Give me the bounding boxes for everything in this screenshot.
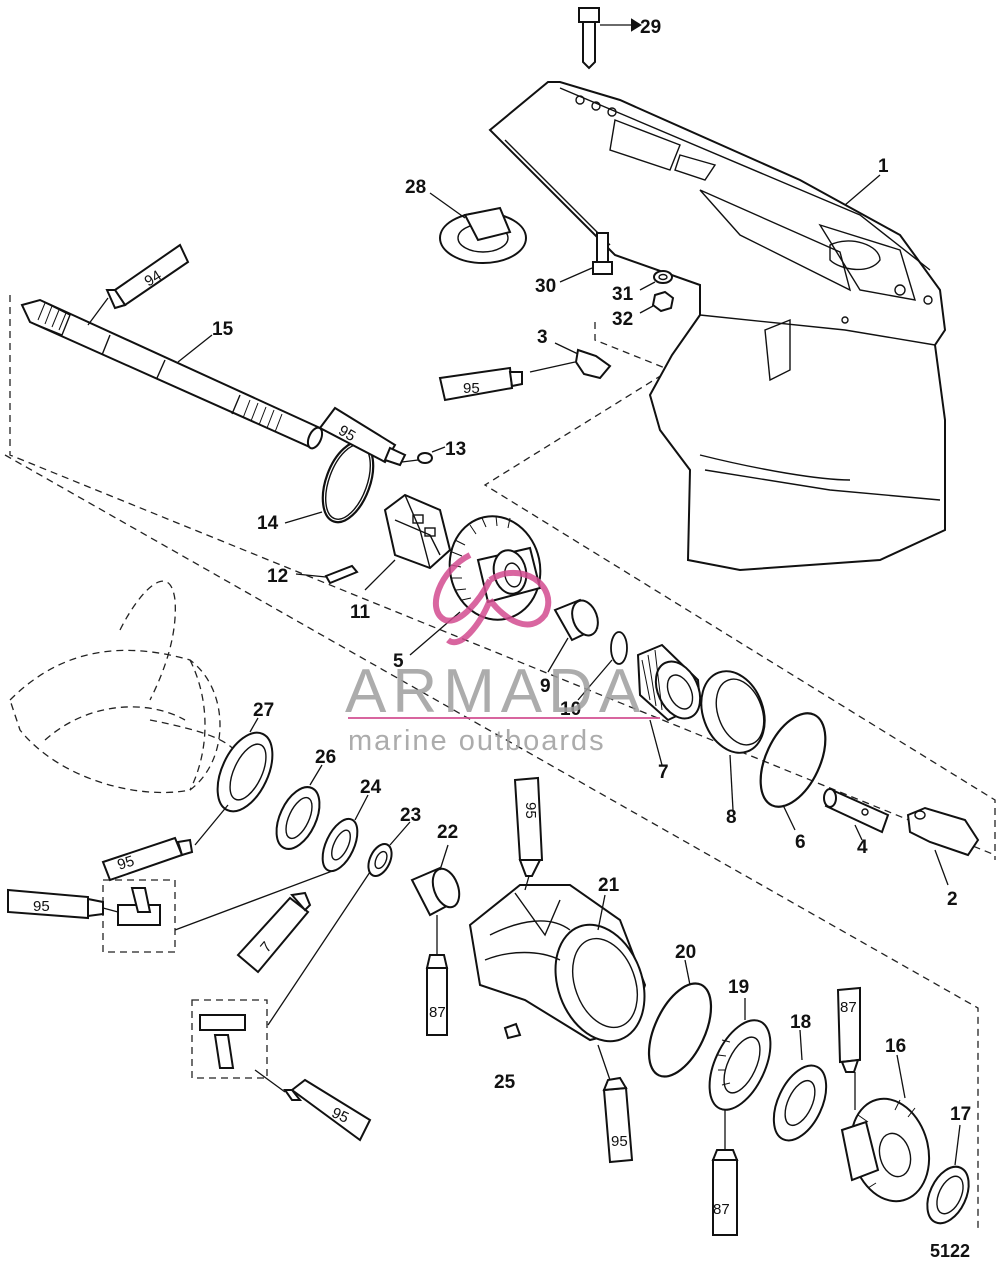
tube-95-b: 95 xyxy=(318,406,419,467)
part-9-needle-bearing: 9 xyxy=(540,598,599,697)
part-16-reverse-gear: 16 xyxy=(840,1036,931,1203)
callout-32: 32 xyxy=(612,309,633,330)
svg-text:87: 87 xyxy=(713,1201,730,1218)
callout-11: 11 xyxy=(350,602,371,623)
part-29-bolt: 29 xyxy=(578,7,661,70)
part-13-pin: 13 xyxy=(417,439,466,464)
svg-text:95: 95 xyxy=(33,898,50,915)
propeller-outline xyxy=(9,580,241,794)
part-3-shift-cam: 3 xyxy=(529,327,612,380)
tube-87-a: 87 xyxy=(425,954,449,1036)
callout-7: 7 xyxy=(658,762,669,783)
assembly-guide-lines xyxy=(4,295,996,1230)
callout-19: 19 xyxy=(728,977,749,998)
callout-20: 20 xyxy=(675,942,696,963)
part-20-o-ring: 20 xyxy=(647,942,713,1078)
part-25-key: 25 xyxy=(494,1022,522,1093)
callout-12: 12 xyxy=(267,566,288,587)
callout-21: 21 xyxy=(598,875,620,896)
callout-18: 18 xyxy=(790,1012,811,1033)
part-32-nut: 32 xyxy=(612,290,675,330)
tube-95-e: 95 xyxy=(513,776,544,891)
callout-6: 6 xyxy=(795,832,806,853)
tube-7: 7 xyxy=(236,891,312,974)
watermark-brand: ARMADA xyxy=(345,657,646,726)
part-28-anode: 28 xyxy=(405,177,527,264)
svg-text:95: 95 xyxy=(611,1133,628,1150)
svg-text:87: 87 xyxy=(840,999,857,1016)
callout-26: 26 xyxy=(315,747,336,768)
callout-1-group: 1 xyxy=(844,156,889,206)
tube-95-d: 95 xyxy=(7,888,119,920)
part-23-seal: 23 xyxy=(267,805,421,1026)
callout-16: 16 xyxy=(885,1036,906,1057)
part-11-clutch: 11 xyxy=(350,493,452,623)
callout-30: 30 xyxy=(535,276,556,297)
part-19-ball-bearing: 19 xyxy=(708,977,772,1150)
part-15-propshaft: 15 xyxy=(20,298,324,450)
part-22-needle-bearing: 22 xyxy=(410,822,461,955)
part-10-retaining-ring: 10 xyxy=(560,631,628,720)
part-7-tapered-bearing: 7 xyxy=(636,643,702,783)
part-30-bolt: 30 xyxy=(535,232,613,297)
callout-8: 8 xyxy=(726,807,737,828)
tube-95-a: 95 xyxy=(438,366,523,402)
svg-text:87: 87 xyxy=(429,1004,446,1021)
part-18-thrust-washer: 18 xyxy=(772,1012,828,1142)
callout-10: 10 xyxy=(560,699,581,720)
part-4-shift-shaft: 4 xyxy=(823,788,890,858)
part-2-actuator: 2 xyxy=(906,806,980,910)
tube-95-f: 95 xyxy=(597,1044,634,1164)
gear-housing xyxy=(488,81,947,572)
callout-14: 14 xyxy=(257,513,279,534)
part-24-thrust-washer: 24 xyxy=(174,777,382,931)
callout-1: 1 xyxy=(878,156,889,177)
tube-94: 94 xyxy=(87,243,190,326)
callout-9: 9 xyxy=(540,676,551,697)
part-27-oil-seal: 27 xyxy=(194,700,274,846)
detail-box-upper xyxy=(102,879,176,953)
detail-box-lower xyxy=(191,999,268,1079)
callout-29: 29 xyxy=(640,17,661,38)
callout-23: 23 xyxy=(400,805,421,826)
callout-15: 15 xyxy=(212,319,234,340)
tube-95-h: 95 xyxy=(254,1069,372,1142)
part-12-cross-pin: 12 xyxy=(267,564,359,587)
part-8-bearing-cup: 8 xyxy=(700,670,766,828)
watermark-logo: ARMADA marine outboards xyxy=(345,552,660,757)
svg-text:95: 95 xyxy=(522,802,539,819)
callout-13: 13 xyxy=(445,439,466,460)
callout-27: 27 xyxy=(253,700,274,721)
svg-text:95: 95 xyxy=(329,1104,351,1126)
tube-87-b: 87 xyxy=(711,1149,739,1236)
svg-text:95: 95 xyxy=(335,422,358,445)
part-17-bearing-cup: 17 xyxy=(926,1104,971,1225)
callout-22: 22 xyxy=(437,822,458,843)
part-26-tab-washer: 26 xyxy=(275,747,336,850)
svg-text:95: 95 xyxy=(463,380,480,397)
callout-4: 4 xyxy=(857,837,868,858)
figure-number: 5122 xyxy=(930,1241,970,1261)
tube-95-c: 95 xyxy=(101,836,194,882)
callout-2: 2 xyxy=(947,889,958,910)
watermark-propeller-icon xyxy=(432,552,552,646)
part-21-bearing-carrier: 21 xyxy=(468,875,647,1043)
part-6-o-ring: 6 xyxy=(759,712,827,853)
callout-28: 28 xyxy=(405,177,426,198)
callout-17: 17 xyxy=(950,1104,971,1125)
tube-87-c: 87 xyxy=(836,986,861,1073)
callout-5: 5 xyxy=(393,651,404,672)
callout-24: 24 xyxy=(360,777,382,798)
part-31-washer: 31 xyxy=(612,270,673,305)
callout-25: 25 xyxy=(494,1072,516,1093)
svg-text:95: 95 xyxy=(115,852,136,873)
svg-text:94: 94 xyxy=(142,267,165,290)
watermark-tagline: marine outboards xyxy=(348,725,606,757)
callout-31: 31 xyxy=(612,284,634,305)
callout-3: 3 xyxy=(537,327,548,348)
